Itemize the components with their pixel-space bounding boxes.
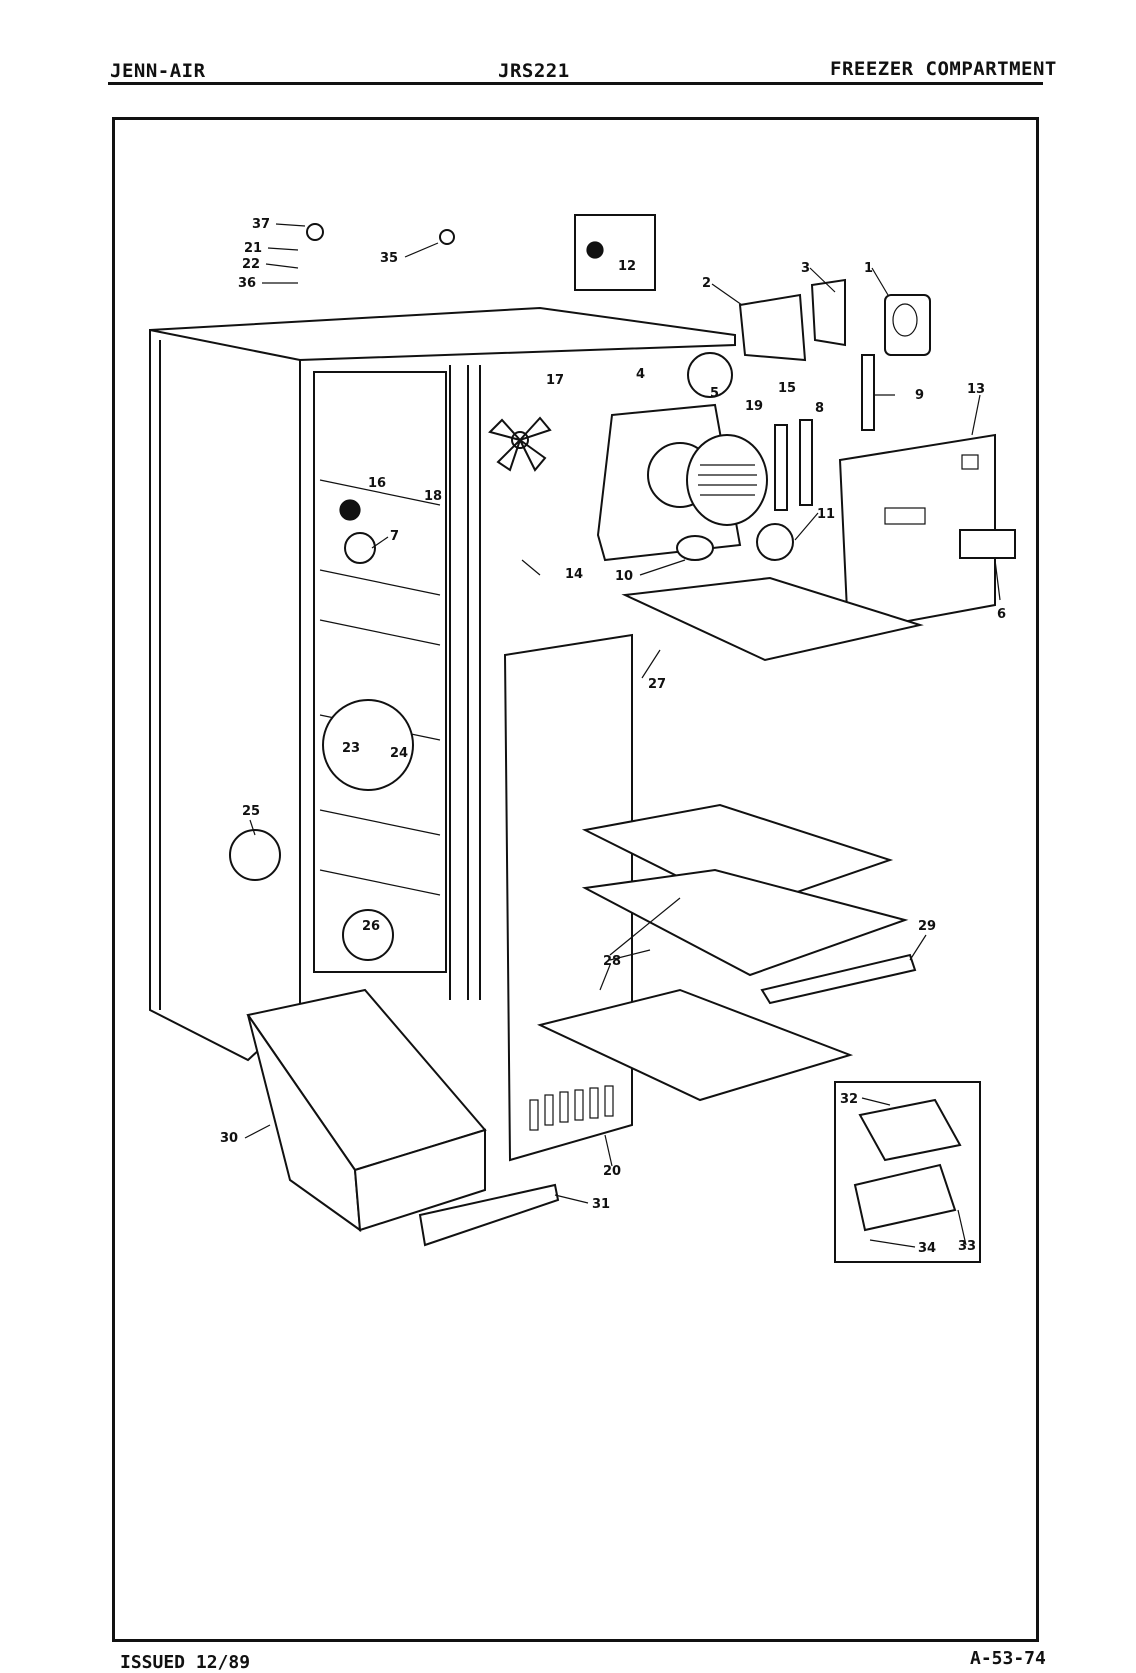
callout-34: 34 [918,1241,936,1256]
top-right-parts [738,278,931,511]
callout-17: 17 [546,373,564,388]
document-number: A-53-74 [970,1648,1046,1669]
callout-26: 26 [362,919,380,934]
callout-21: 21 [244,241,262,256]
callout-30: 30 [220,1131,238,1146]
callout-19: 19 [745,399,763,414]
callout-29: 29 [918,919,936,934]
section-title: FREEZER COMPARTMENT [830,58,1057,80]
callout-16: 16 [368,476,386,491]
evaporator-cover [596,352,768,562]
leader-lines [244,223,1001,1248]
callout-24: 24 [390,746,408,761]
ice-tray-inset [834,1081,981,1263]
brand-name: JENN-AIR [110,60,206,82]
callout-12: 12 [618,259,636,274]
callout-35: 35 [380,251,398,266]
callout-14: 14 [565,567,583,582]
fan-blade [488,416,552,472]
callout-15: 15 [778,381,796,396]
callout-22: 22 [242,257,260,272]
freezer-bin [246,988,560,1247]
callout-8: 8 [815,401,824,416]
callout-33: 33 [958,1239,976,1254]
shelves [537,576,924,1102]
cabinet [149,306,736,1062]
callout-7: 7 [390,529,399,544]
callout-6: 6 [997,607,1006,622]
model-number: JRS221 [498,60,570,82]
callout-10: 10 [615,569,633,584]
callout-labels: 1 2 3 4 5 6 7 8 9 10 11 12 13 14 15 16 1… [220,217,1006,1256]
callout-32: 32 [840,1092,858,1107]
callout-28: 28 [603,954,621,969]
exploded-parts-diagram: 1 2 3 4 5 6 7 8 9 10 11 12 13 14 15 16 1… [149,214,1016,1263]
callout-2: 2 [702,276,711,291]
callout-23: 23 [342,741,360,756]
header-rule [108,82,1043,85]
callout-13: 13 [967,382,985,397]
callout-27: 27 [648,677,666,692]
callout-20: 20 [603,1164,621,1179]
callout-1: 1 [864,261,873,276]
issued-date: ISSUED 12/89 [120,1652,251,1673]
callout-36: 36 [238,276,256,291]
detail-circles [229,223,455,961]
callout-25: 25 [242,804,260,819]
callout-4: 4 [636,367,645,382]
callout-31: 31 [592,1197,610,1212]
control-panel [838,433,1016,634]
thermostat-inset [574,214,656,291]
callout-9: 9 [915,388,924,403]
callout-5: 5 [710,386,719,401]
callout-3: 3 [801,261,810,276]
callout-18: 18 [424,489,442,504]
callout-37: 37 [252,217,270,232]
callout-11: 11 [817,507,835,522]
lamps [676,523,794,561]
